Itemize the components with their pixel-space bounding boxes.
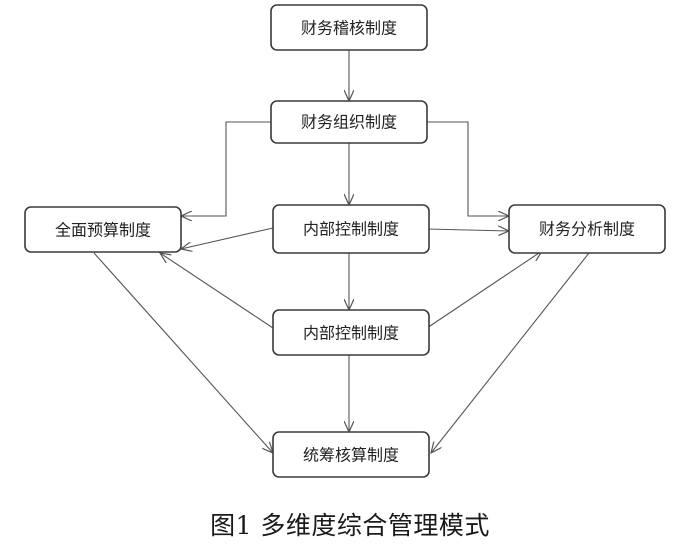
node-budget: 全面预算制度: [24, 206, 182, 253]
edge-budget-to-accounting: [93, 252, 273, 453]
edge-internal-control-2-to-analysis: [426, 251, 542, 329]
node-organization: 财务组织制度: [270, 100, 428, 144]
flow-diagram: 财务稽核制度 财务组织制度 全面预算制度 内部控制制度 财务分析制度 内部控制制…: [24, 4, 666, 478]
nodes: 财务稽核制度 财务组织制度 全面预算制度 内部控制制度 财务分析制度 内部控制制…: [24, 4, 666, 478]
node-internal-control-1: 内部控制制度: [272, 204, 430, 254]
node-internal-control-1-label: 内部控制制度: [303, 220, 399, 239]
edge-organization-to-analysis: [427, 121, 509, 216]
node-audit: 财务稽核制度: [270, 4, 428, 51]
edge-internal-control-1-to-analysis: [426, 229, 509, 231]
node-audit-label: 财务稽核制度: [301, 19, 397, 38]
edge-analysis-to-accounting: [431, 252, 590, 453]
node-organization-label: 财务组织制度: [301, 113, 397, 132]
node-analysis: 财务分析制度: [508, 204, 666, 254]
node-internal-control-2: 内部控制制度: [272, 309, 430, 356]
node-accounting-label: 统筹核算制度: [303, 446, 399, 465]
node-accounting: 统筹核算制度: [272, 431, 430, 478]
edge-organization-to-budget: [181, 121, 271, 216]
edge-internal-control-2-to-budget: [160, 253, 274, 329]
node-internal-control-2-label: 内部控制制度: [303, 324, 399, 343]
edge-internal-control-1-to-budget: [181, 227, 274, 249]
edges: [93, 50, 590, 453]
node-budget-label: 全面预算制度: [55, 221, 151, 240]
figure-caption: 图1 多维度综合管理模式: [210, 511, 490, 540]
node-analysis-label: 财务分析制度: [539, 220, 635, 239]
